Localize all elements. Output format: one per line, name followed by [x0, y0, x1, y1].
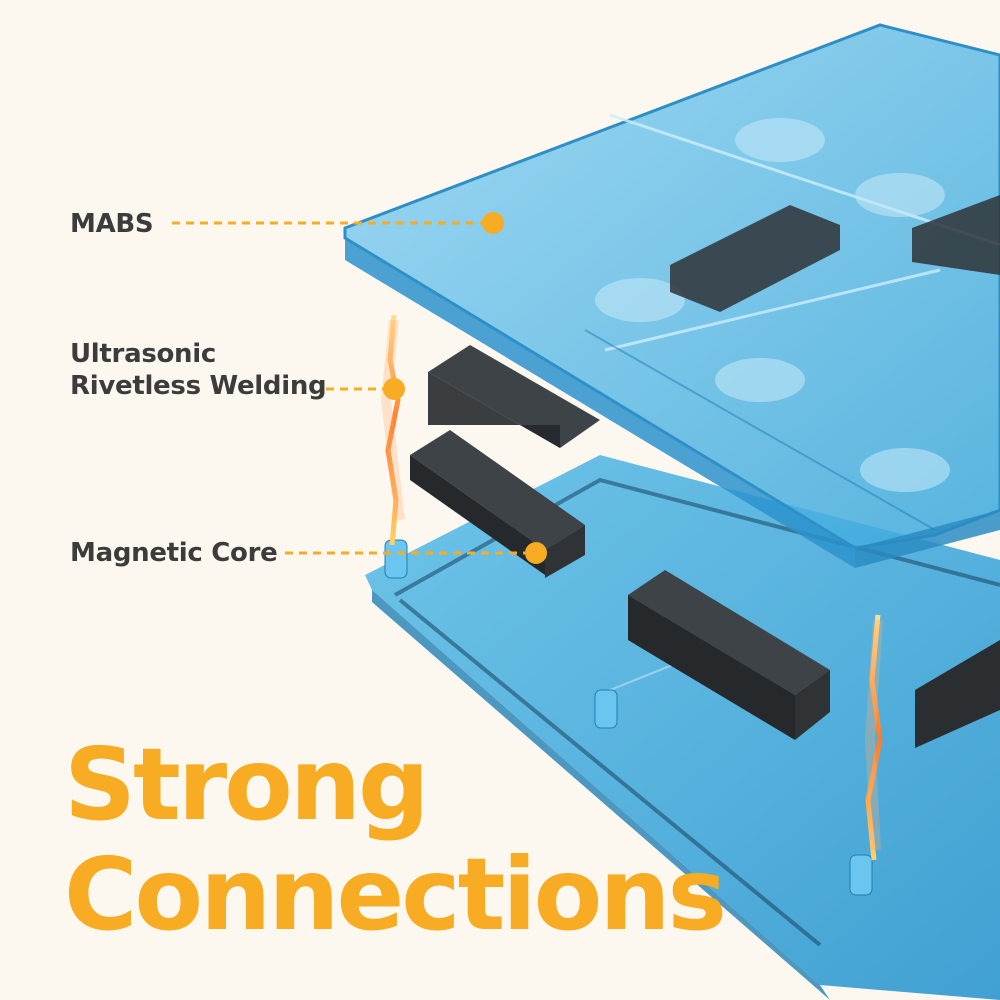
magnet-bar [428, 345, 600, 448]
magnet-bar [628, 570, 830, 740]
callout-dot-icon [482, 212, 504, 234]
callout-line-mabs [172, 212, 504, 234]
callout-line-core [285, 542, 547, 564]
base-peg [384, 539, 408, 579]
callout-dot-icon [383, 378, 405, 400]
weld-spark-icon [864, 614, 883, 861]
base-peg [849, 854, 873, 896]
headline-line-2: Connections [64, 836, 727, 953]
magnet-bar [915, 640, 1000, 748]
top-plate [343, 23, 1000, 568]
headline-line-1: Strong [64, 726, 430, 843]
weld-spark-icon [380, 314, 405, 546]
magnet-bar [410, 430, 585, 578]
callout-line-welding [326, 378, 405, 400]
base-peg [594, 689, 618, 729]
callout-label-welding-line1: Ultrasonic [70, 339, 216, 369]
callout-label-welding-line2: Rivetless Welding [70, 371, 327, 401]
callout-label-mabs: MABS [70, 209, 154, 239]
callout-label-core: Magnetic Core [70, 538, 278, 568]
callout-label-welding: Ultrasonic Rivetless Welding [70, 338, 327, 402]
callout-dot-icon [525, 542, 547, 564]
